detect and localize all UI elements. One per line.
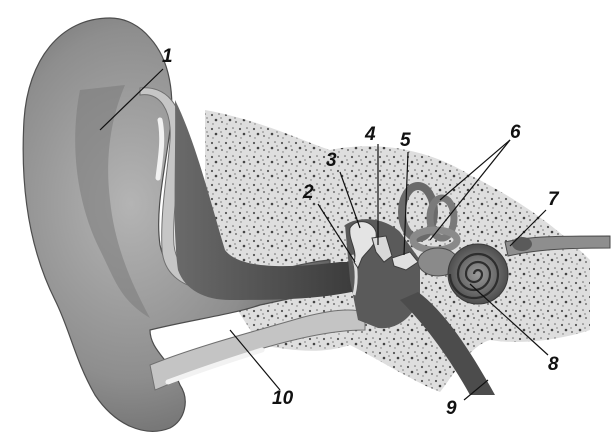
label-10: 10 [272, 388, 294, 409]
label-8: 8 [548, 354, 559, 375]
label-4: 4 [364, 124, 376, 145]
label-5: 5 [400, 130, 411, 151]
label-6: 6 [510, 122, 521, 143]
label-3: 3 [326, 150, 337, 171]
label-2: 2 [302, 182, 314, 203]
label-9: 9 [446, 398, 457, 419]
nerve-bundle [512, 237, 532, 251]
label-1: 1 [162, 46, 173, 67]
label-7: 7 [548, 189, 560, 210]
